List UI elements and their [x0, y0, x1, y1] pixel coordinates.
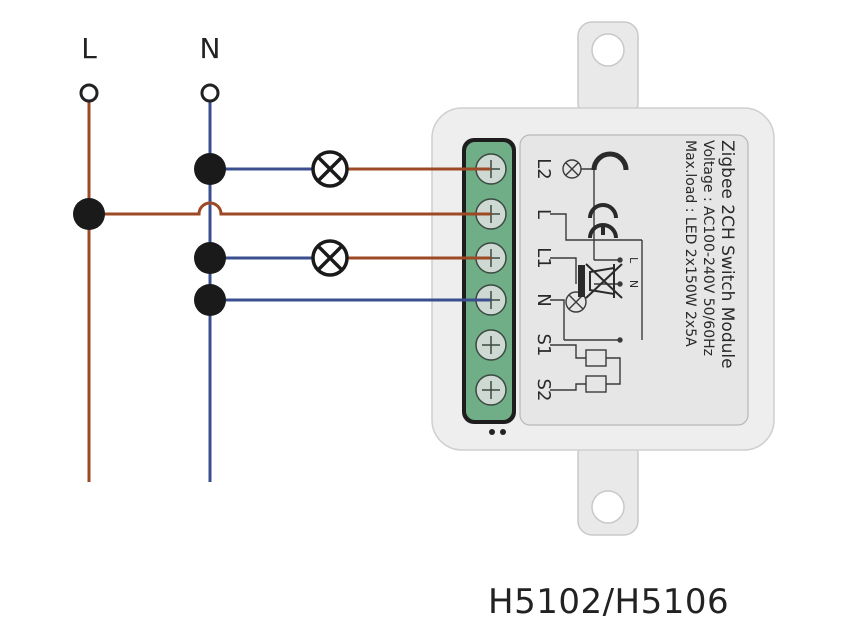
pin-label-l: L	[533, 209, 554, 219]
module-voltage: Voltage : AC100-240V 50/60Hz	[700, 140, 716, 356]
schematic-label-n: N	[627, 280, 640, 288]
module-maxload: Max.load : LED 2x150W 2x5A	[682, 140, 698, 347]
screw-s2	[475, 374, 507, 406]
module-label-panel	[519, 134, 749, 426]
lamp-2-icon	[311, 239, 349, 277]
circuit-schematic	[550, 159, 643, 393]
line-terminal-label: L	[81, 32, 97, 65]
led-dots	[489, 429, 506, 435]
junction-neutral-2	[194, 242, 226, 274]
pin-label-l1: L1	[533, 247, 554, 268]
junction-neutral-3	[194, 284, 226, 316]
lamp-1-icon	[311, 150, 349, 188]
pin-label-l2: L2	[533, 158, 554, 179]
model-number: H5102/H5106	[488, 582, 730, 622]
neutral-terminal-label: N	[200, 32, 221, 65]
module-label: L2 L L1 N S1 S2	[533, 140, 737, 401]
neutral-terminal-point	[200, 83, 220, 103]
live-wire-l	[89, 201, 491, 216]
line-terminal-point	[79, 83, 99, 103]
junction-live	[73, 198, 105, 230]
module-title: Zigbee 2CH Switch Module	[717, 140, 737, 369]
junction-neutral-1	[194, 153, 226, 185]
screw-s1	[475, 329, 507, 361]
pin-label-s1: S1	[533, 334, 554, 357]
pin-label-n: N	[533, 293, 554, 306]
weee-bin-icon	[578, 263, 623, 299]
mounting-tab-top	[577, 21, 639, 118]
mounting-tab-bottom	[577, 439, 639, 536]
schematic-label-l: L	[627, 257, 640, 264]
ce-mark-icon	[591, 151, 629, 171]
pin-label-s2: S2	[533, 379, 554, 402]
ce-mark-small-icon	[588, 203, 618, 239]
